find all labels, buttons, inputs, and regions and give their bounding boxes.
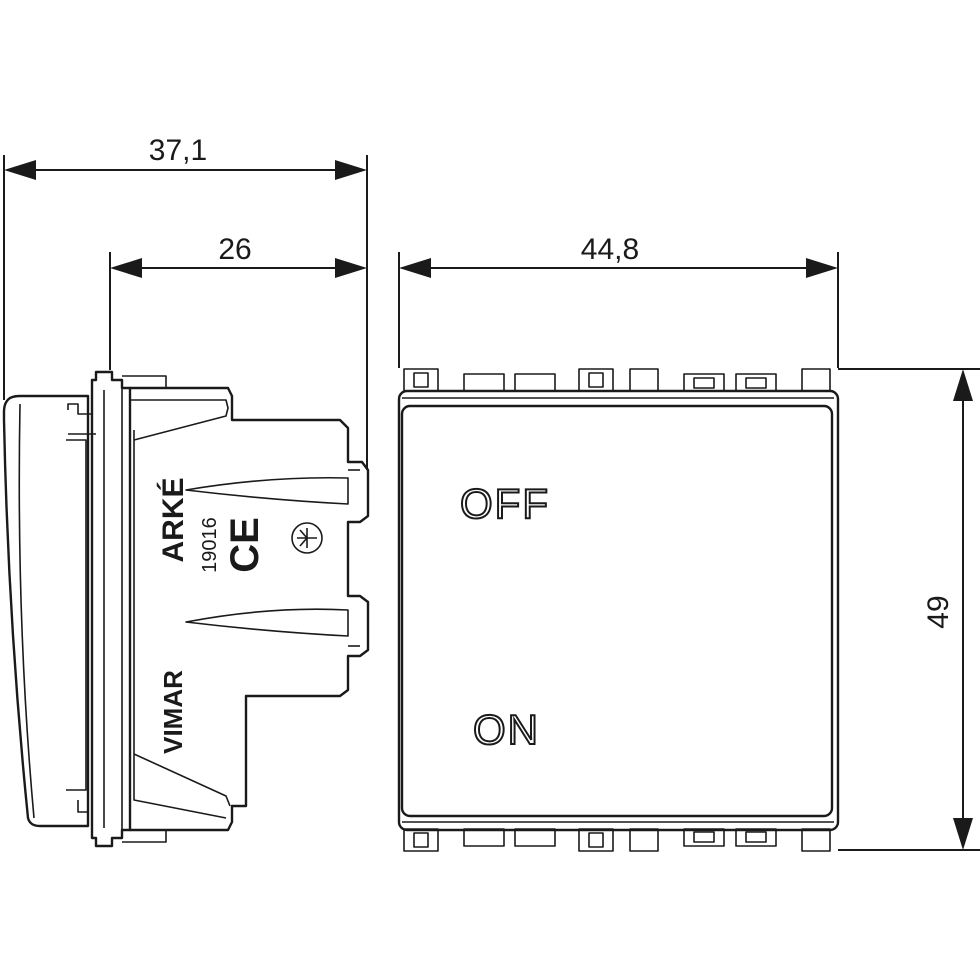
wire-symbol-icon	[291, 522, 323, 554]
module-frame	[397, 389, 840, 832]
arrow-right-icon	[806, 258, 838, 278]
rocker-key-edge	[18, 403, 35, 819]
arrow-left-icon	[4, 160, 36, 180]
frame-top-tab	[122, 375, 167, 388]
top-tabs	[403, 368, 831, 392]
dimension-label-overall-depth: 37,1	[149, 134, 207, 167]
brand-vimar: VIMAR	[158, 670, 188, 754]
bottom-tabs	[403, 828, 831, 852]
dimension-width: 44,8	[398, 233, 839, 368]
body-inner-contour	[130, 399, 229, 819]
arrow-left-icon	[399, 258, 431, 278]
dimension-label-width: 44,8	[581, 233, 639, 266]
label-off: OFF	[460, 480, 550, 527]
side-view: ARKÉ 19016 CE VIMAR	[2, 370, 370, 848]
front-view: OFF ON	[397, 368, 840, 852]
dimension-height: 49	[838, 368, 980, 851]
frame-plate	[90, 370, 132, 848]
product-code: 19016	[199, 517, 221, 573]
rocker-key	[2, 394, 90, 828]
arrow-left-icon	[110, 258, 142, 278]
key-clip-bottom	[77, 800, 88, 813]
dimension-overall-depth: 37,1	[3, 134, 368, 470]
dimension-label-body-depth: 26	[218, 233, 251, 266]
dimension-body-depth: 26	[109, 233, 367, 370]
label-on: ON	[473, 706, 540, 753]
frame-bottom-tab	[122, 830, 167, 843]
arrow-up-icon	[953, 369, 973, 401]
dimension-label-height: 49	[922, 595, 955, 628]
key-clip-top	[67, 403, 92, 415]
lower-clip-blade	[185, 608, 349, 637]
switch-body	[128, 386, 370, 832]
arrow-right-icon	[335, 160, 367, 180]
upper-clip-blade	[185, 476, 349, 505]
body-lower-ramp	[133, 753, 231, 807]
brand-arke: ARKÉ	[156, 477, 190, 562]
arrow-right-icon	[335, 258, 367, 278]
key-inner	[66, 439, 87, 791]
arrow-down-icon	[953, 818, 973, 850]
ce-mark: CE	[223, 517, 267, 573]
rocker-face	[400, 404, 834, 818]
